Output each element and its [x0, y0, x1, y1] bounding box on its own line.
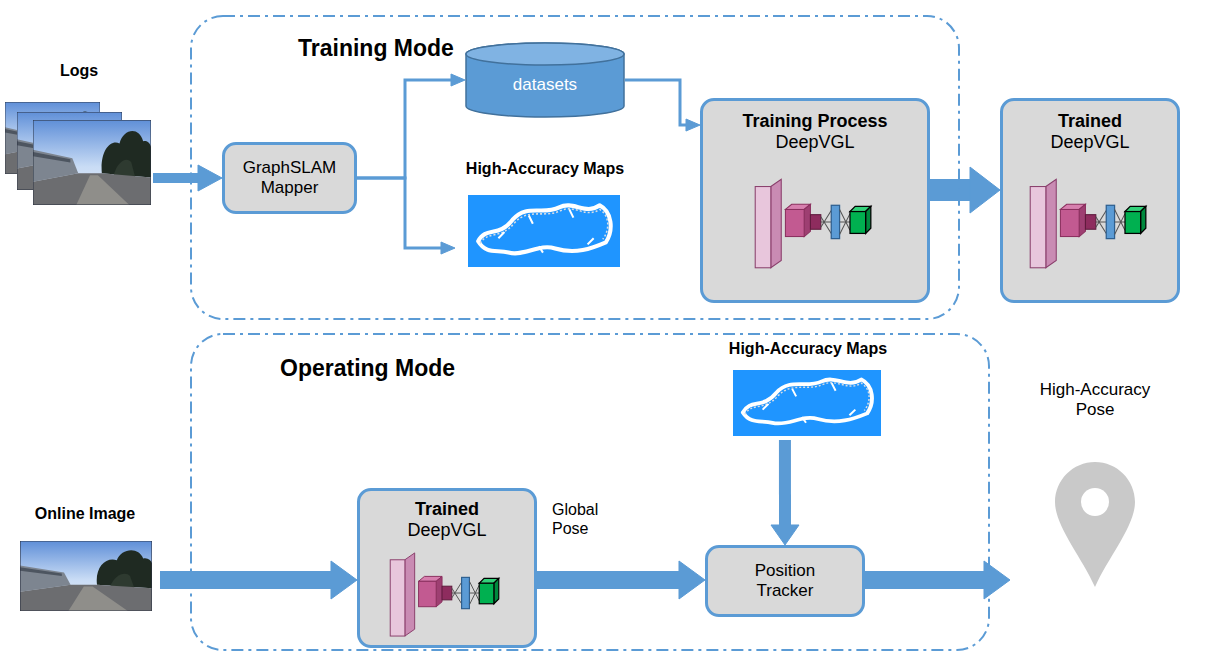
mode-title: Operating Mode — [280, 355, 455, 382]
map-image — [733, 370, 881, 436]
image-stack-node: Logs — [5, 62, 153, 207]
arrow-head — [984, 561, 1010, 599]
connector-arrow — [771, 440, 799, 545]
arrow-head — [451, 74, 465, 86]
connector-arrow — [357, 74, 465, 178]
arrow-head — [441, 242, 455, 254]
text-group: TrainedDeepVGL — [1003, 111, 1177, 153]
online-photo — [20, 541, 152, 611]
log-photo — [33, 120, 151, 205]
connector-line — [153, 173, 199, 183]
edge-label: Global Pose — [552, 500, 616, 538]
node-label: DeepVGL — [407, 520, 486, 541]
node-label: DeepVGL — [775, 132, 854, 153]
pose-node: High-Accuracy Pose — [1010, 380, 1180, 615]
connector-arrow — [160, 561, 357, 599]
text-group: Training Mode — [298, 35, 454, 62]
node-label: GraphSLAM Mapper — [234, 158, 346, 198]
map-node: High-Accuracy Maps — [718, 340, 898, 440]
arrow-head — [970, 167, 1000, 213]
mode-region: GraphSLAM Mapper datasetsHigh-Accuracy Ma… — [190, 15, 960, 320]
log-photo — [33, 120, 152, 205]
model-box: TrainedDeepVGL — [357, 488, 537, 648]
location-pin — [1055, 462, 1135, 587]
connector-arrow — [153, 165, 222, 191]
connector-arrow — [357, 178, 455, 254]
dashed-border — [191, 16, 959, 319]
process-box: Position Tracker — [705, 545, 865, 617]
cylinder-top — [466, 43, 624, 65]
network-icon — [750, 176, 875, 270]
network-icon — [755, 179, 871, 268]
text-group: High-Accuracy Maps — [455, 160, 635, 179]
node-label: Position Tracker — [735, 561, 835, 601]
mode-region: TrainedDeepVGL High-Accuracy MapsPosition… — [190, 333, 990, 651]
network-icon — [385, 550, 503, 638]
connector-line — [357, 178, 442, 248]
arrow-head — [679, 561, 705, 599]
online-photo — [20, 541, 153, 611]
connector-line — [537, 571, 680, 589]
dashed-border — [191, 334, 989, 650]
cylinder-body — [466, 43, 624, 117]
node-label: Logs — [60, 62, 98, 81]
node-label: High-Accuracy Maps — [466, 160, 624, 179]
node-label: High-Accuracy Pose — [1030, 380, 1160, 420]
text-group: High-Accuracy Maps — [718, 340, 898, 359]
text-group: Operating Mode — [280, 355, 455, 382]
connector-line — [625, 80, 687, 125]
text-group: Online Image — [10, 505, 160, 524]
node-label: datasets — [513, 75, 577, 95]
node-label: DeepVGL — [1050, 132, 1129, 153]
map-node: High-Accuracy Maps — [455, 160, 635, 272]
connector-arrow — [537, 561, 705, 599]
box-heading: Trained — [1058, 111, 1122, 132]
arrow-head — [331, 561, 357, 599]
arrow-head — [686, 119, 700, 131]
location-pin — [1055, 462, 1135, 587]
text-group: TrainedDeepVGL — [360, 499, 534, 541]
connector-line — [930, 179, 971, 201]
connector-line — [779, 440, 791, 526]
network-icon — [1030, 179, 1146, 268]
text-group: Position Tracker — [708, 548, 862, 614]
arrow-head — [771, 525, 799, 545]
model-box: TrainedDeepVGL — [1000, 98, 1180, 303]
connector-line — [357, 80, 452, 178]
text-group: Logs — [5, 62, 153, 81]
mode-title: Training Mode — [298, 35, 454, 62]
text-group: GraphSLAM Mapper — [225, 145, 354, 211]
node-label: High-Accuracy Maps — [729, 340, 887, 359]
connector-arrow — [625, 80, 700, 131]
map-image — [468, 195, 620, 267]
model-box: Training ProcessDeepVGL — [700, 98, 930, 303]
network-icon — [390, 553, 499, 636]
map-image — [733, 370, 881, 436]
database-cylinder: datasets — [465, 42, 625, 118]
connector-line — [160, 571, 332, 589]
map-image — [468, 195, 620, 267]
arrow-head — [198, 165, 222, 191]
box-heading: Training Process — [742, 111, 887, 132]
network-icon — [1025, 176, 1150, 270]
process-box: GraphSLAM Mapper — [222, 142, 357, 214]
image-node: Online Image — [10, 505, 160, 615]
box-heading: Trained — [415, 499, 479, 520]
connector-line — [865, 571, 985, 589]
connector-arrow — [930, 167, 1000, 213]
text-group: High-Accuracy Pose — [1010, 380, 1180, 420]
text-group: Training ProcessDeepVGL — [703, 111, 927, 153]
node-label: Online Image — [35, 505, 135, 524]
text-group: datasets — [465, 52, 625, 118]
